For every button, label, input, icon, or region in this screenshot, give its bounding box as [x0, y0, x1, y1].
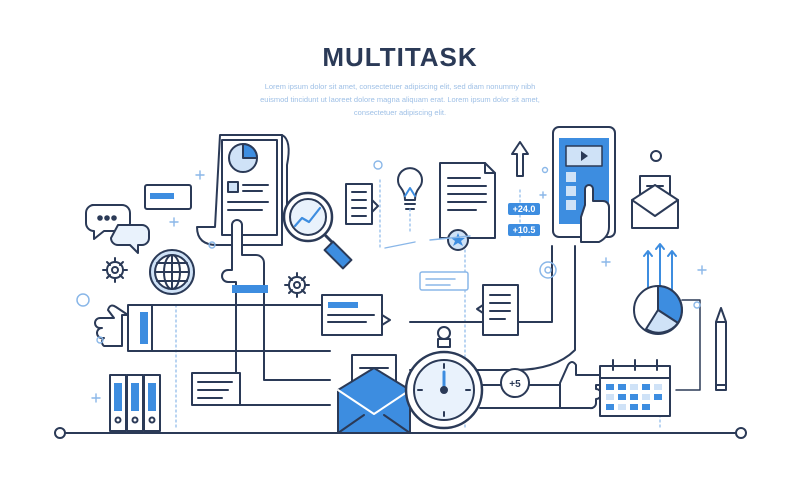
pie-chart-icon [633, 243, 701, 391]
form-card-icon [191, 372, 241, 406]
decorative-dots [91, 160, 707, 403]
pencil-icon [715, 307, 727, 391]
badge-upper-text: +24.0 [513, 204, 536, 214]
binders-icon [109, 374, 161, 432]
list-document-icon [345, 183, 379, 225]
document-pie-chart-icon [196, 134, 290, 246]
subtitle-line-3: consectetuer adipiscing elit. [353, 108, 447, 117]
chat-light-icon [419, 271, 469, 291]
gear-light-icon [76, 261, 557, 307]
subtitle-line-1: Lorem ipsum dolor sit amet, consectetuer… [264, 82, 536, 91]
calendar-icon [599, 359, 671, 417]
magnifier-chart-icon [282, 191, 353, 270]
chat-bubbles-icon [85, 204, 150, 254]
stopwatch-badge-text: +5 [509, 379, 521, 390]
subtitle-line-2: euismod tincidunt ut laoreet dolore magn… [260, 95, 540, 104]
message-note-icon [321, 294, 391, 336]
subtitle-text: Lorem ipsum dolor sit amet, consectetuer… [240, 80, 560, 119]
pointing-hand-icon [221, 219, 268, 293]
globe-icon [149, 249, 195, 295]
badge-upper: +24.0 [508, 203, 540, 215]
envelope-icon [631, 150, 679, 229]
certificate-document-icon [439, 162, 496, 251]
document-card-icon [476, 284, 519, 336]
badge-lower: +10.5 [508, 224, 540, 236]
page-title: MULTITASK [322, 42, 478, 72]
stopwatch-icon [404, 326, 484, 430]
gear-icon [102, 257, 310, 298]
badge-lower-text: +10.5 [513, 225, 536, 235]
lightbulb-icon [397, 167, 423, 233]
smartphone-video-icon [552, 126, 616, 243]
message-card-icon [144, 184, 192, 210]
growth-arrow-icon [511, 141, 529, 177]
thumbs-up-icon [94, 304, 153, 352]
envelope-letter-icon [337, 354, 411, 434]
stopwatch-badge: +5 [500, 368, 530, 398]
